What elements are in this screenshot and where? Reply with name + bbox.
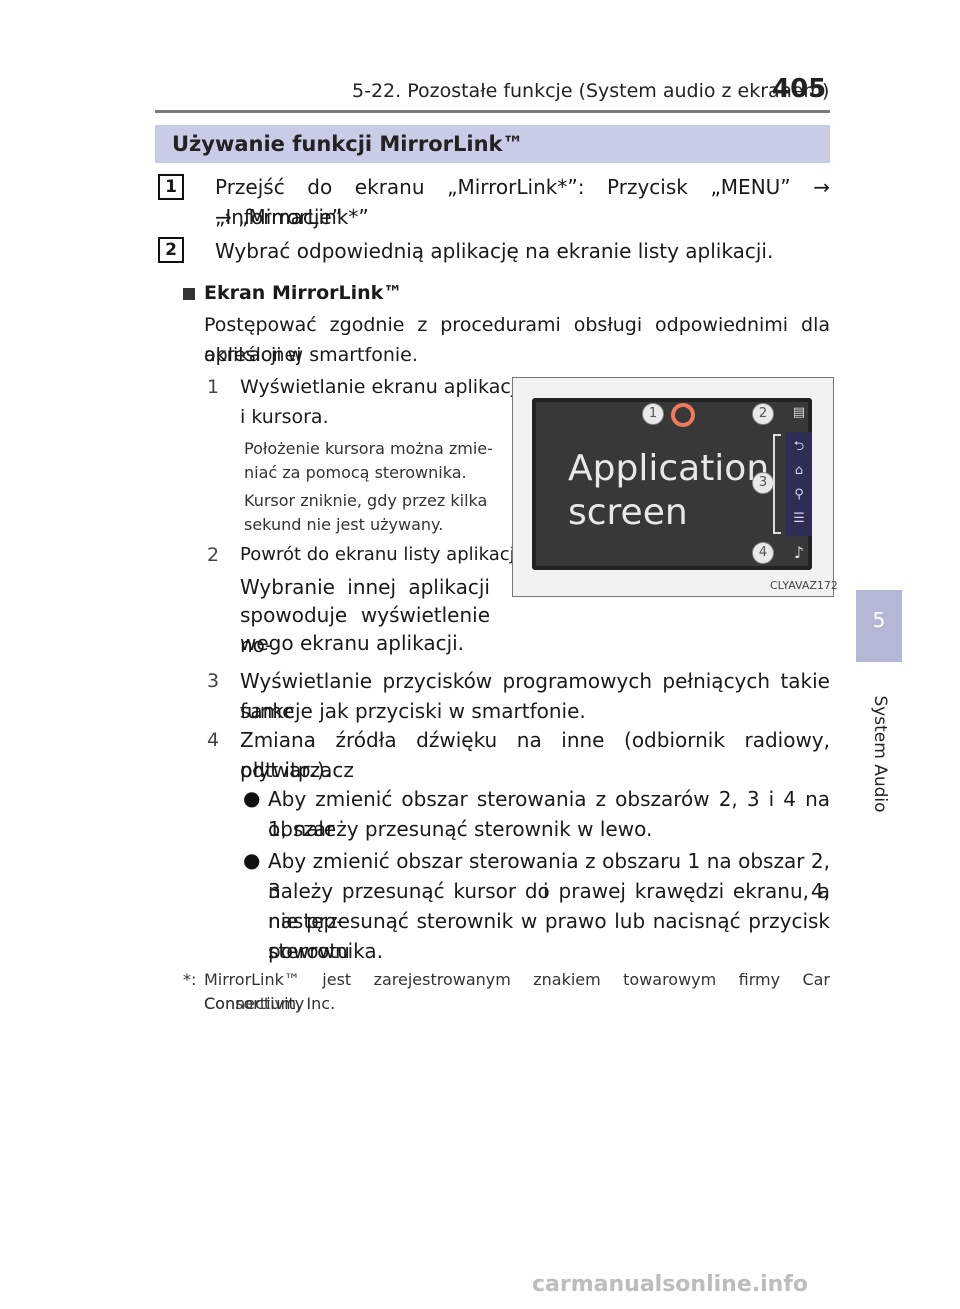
home-icon: ⌂ [794,463,804,478]
bullet-dot: ● [243,786,261,810]
list-icon: ▤ [792,405,806,420]
section-bar [155,125,830,163]
item-3-line-2: funkcje jak przyciski w smartfonie. [240,699,586,723]
step-number-2: 2 [158,237,184,263]
item-number-1: 1 [207,376,220,398]
bullet-2-line-1: Aby zmienić obszar sterowania z obszaru … [268,849,830,903]
music-note-icon: ♪ [793,543,805,562]
softkey-strip [786,432,812,536]
footnote-marker: *: [183,970,197,989]
item-1-note-2-line-1: Kursor zniknie, gdy przez kilka [244,491,488,510]
subsection-title: Ekran MirrorLink™ [204,282,403,304]
bullet-dot: ● [243,848,261,872]
item-2-para-line-3: wego ekranu aplikacji. [240,631,465,655]
figure-bracket [773,434,781,534]
item-1-line-2: i kursora. [240,406,329,428]
step-number-1: 1 [158,174,184,200]
item-1-line-1: Wyświetlanie ekranu aplikacji [240,376,522,398]
subsection-body-line-2: aplikacji w smartfonie. [204,344,418,366]
item-1-note-1-line-1: Położenie kursora można zmie- [244,439,493,458]
item-number-3: 3 [207,670,220,692]
item-1-note-2-line-2: sekund nie jest używany. [244,515,444,534]
item-2-para-line-1: Wybranie innej aplikacji [240,575,490,599]
footnote-line-1: MirrorLink™ jest zarejestrowanym znakiem… [204,970,830,1013]
bullet-1-line-2: 1, należy przesunąć sterownik w lewo. [268,817,653,841]
cursor-ring-icon [671,403,695,427]
app-screen-text-line-1: Application [568,448,770,489]
item-2-line-1: Powrót do ekranu listy aplikacji [240,544,520,565]
bullet-2-line-2: należy przesunąć kursor do prawej krawęd… [268,879,830,933]
bullet-1-line-1: Aby zmienić obszar sterowania z obszarów… [268,787,830,841]
bullet-2-line-3: nie przesunąć sterownik w prawo lub naci… [268,909,830,963]
subsection-body-line-1: Postępować zgodnie z procedurami obsługi… [204,314,830,366]
figure-callout-3: 3 [752,472,774,494]
section-title: Używanie funkcji MirrorLink™ [172,132,524,156]
running-header: 5-22. Pozostałe funkcje (System audio z … [352,80,830,102]
search-icon: ⚲ [794,487,804,502]
step-1-line-2: → „MirrorLink*” [215,205,369,229]
item-number-2: 2 [207,544,220,566]
chapter-number: 5 [872,608,886,632]
item-1-note-1-line-2: niać za pomocą sterownika. [244,463,467,482]
figure-callout-4: 4 [752,542,774,564]
bullet-2-line-4: sterownika. [268,939,384,963]
header-rule [155,110,830,113]
figure-caption: CLYAVAZ172 [770,579,838,592]
item-4-line-2: płyt itp.). [240,758,332,782]
square-bullet [183,288,195,300]
footnote-line-2: Consortium, Inc. [204,994,336,1013]
chapter-tab [856,590,902,662]
item-4-line-1: Zmiana źródła dźwięku na inne (odbiornik… [240,728,830,782]
item-3-line-1: Wyświetlanie przycisków programowych peł… [240,669,830,723]
site-watermark: carmanualsonline.info [532,1272,808,1297]
menu-icon: ☰ [793,511,805,526]
step-2-line-1: Wybrać odpowiednią aplikację na ekranie … [215,239,774,263]
page-number: 405 [772,74,827,104]
figure-callout-2: 2 [752,403,774,425]
step-1-line-1: Przejść do ekranu „MirrorLink*”: Przycis… [215,175,830,229]
item-number-4: 4 [207,729,220,751]
item-2-para-line-2: spowoduje wyświetlenie no- [240,603,490,657]
app-screen-text-line-2: screen [568,492,688,533]
back-icon: ⮌ [793,439,805,454]
chapter-label: System Audio [870,695,890,813]
figure-callout-1: 1 [642,403,664,425]
